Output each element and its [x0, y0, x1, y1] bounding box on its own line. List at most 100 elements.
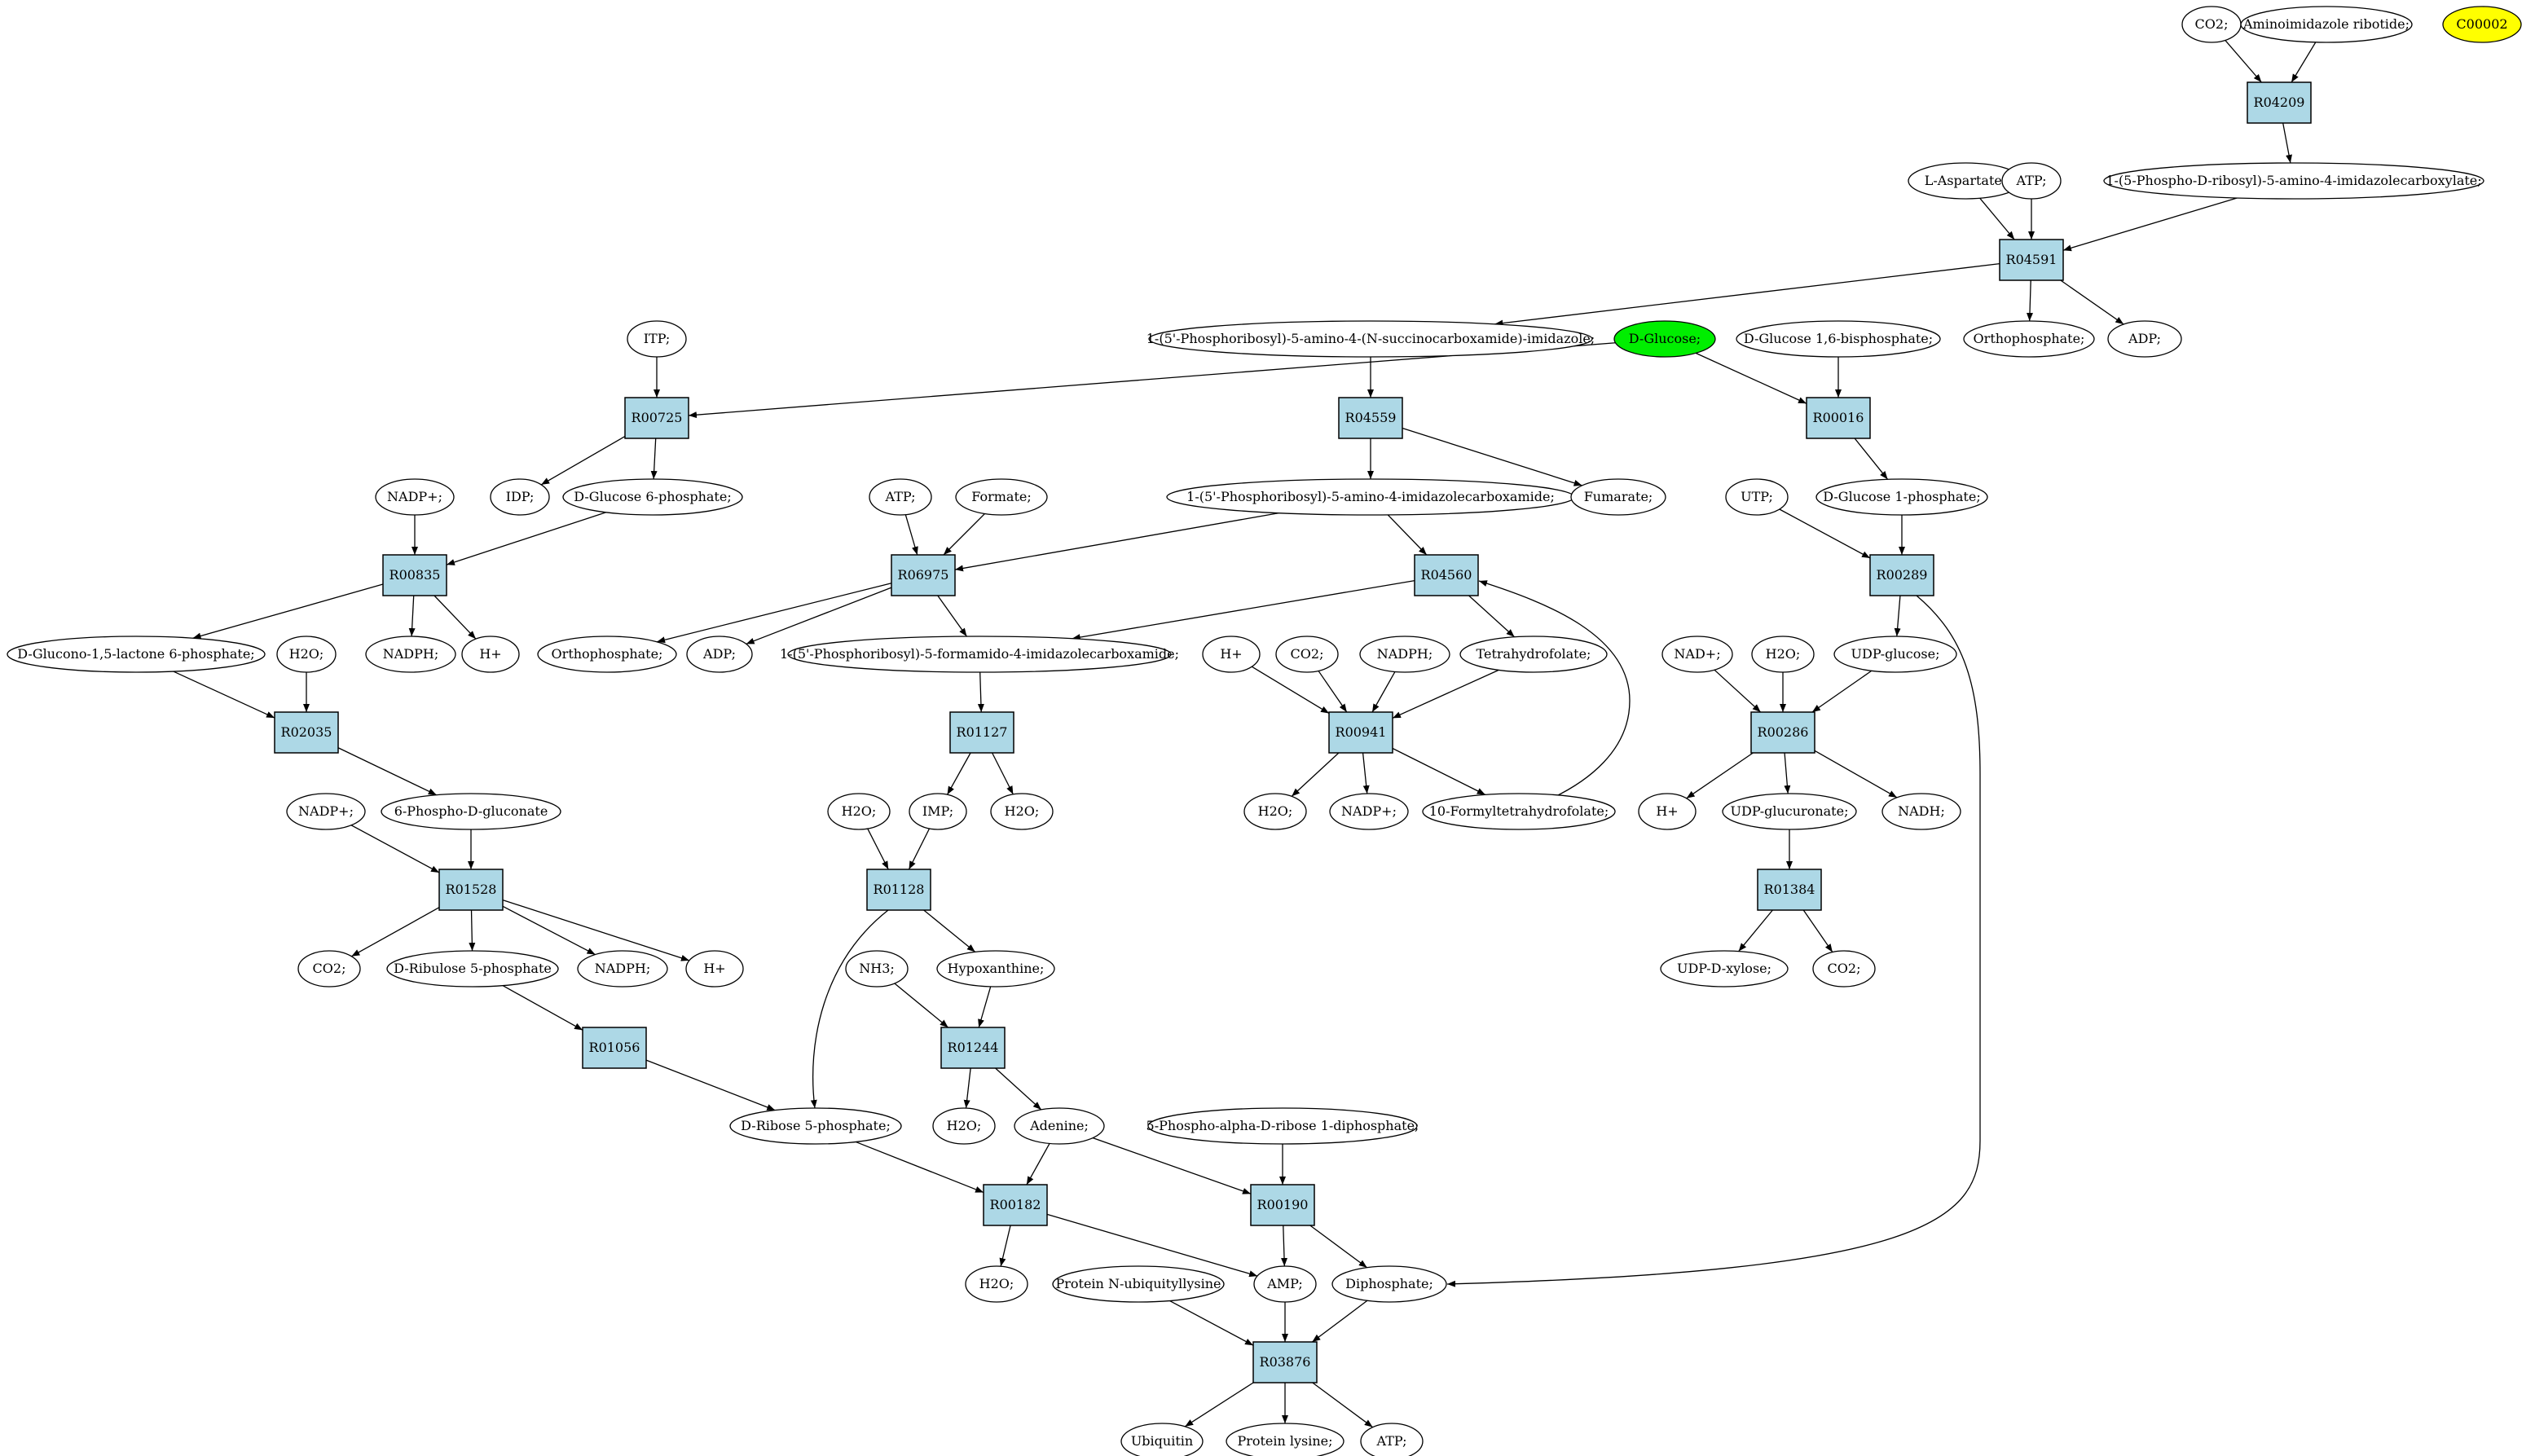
compound-node-formate[interactable]: Formate;: [955, 478, 1048, 516]
compound-node-co2-b[interactable]: CO2;: [1275, 636, 1339, 673]
reaction-node-r04209[interactable]: R04209: [2247, 81, 2312, 124]
compound-node-h2o-f[interactable]: H2O;: [932, 1107, 996, 1145]
compound-node-saicar[interactable]: 1-(5'-Phosphoribosyl)-5-amino-4-(N-succi…: [1146, 320, 1595, 358]
compound-node-aicar[interactable]: 1-(5'-Phosphoribosyl)-5-amino-4-imidazol…: [1166, 478, 1575, 516]
reaction-node-r00016[interactable]: R00016: [1806, 397, 1871, 439]
compound-node-hypoxanthine[interactable]: Hypoxanthine;: [936, 950, 1055, 988]
reaction-node-r04559[interactable]: R04559: [1338, 397, 1403, 439]
reaction-node-r06975[interactable]: R06975: [891, 554, 956, 596]
compound-node-phosphoribosyl-aminoimidazolecarboxylate[interactable]: 1-(5-Phospho-D-ribosyl)-5-amino-4-imidaz…: [2103, 162, 2484, 200]
compound-node-nadh[interactable]: NADH;: [1881, 793, 1961, 830]
compound-node-h-b[interactable]: H+: [1202, 636, 1261, 673]
compound-node-nadph-a[interactable]: NADPH;: [365, 636, 456, 673]
reaction-node-r00725[interactable]: R00725: [624, 397, 689, 439]
compound-node-udp-glucose[interactable]: UDP-glucose;: [1833, 636, 1957, 673]
compound-node-udp-glucuronate[interactable]: UDP-glucuronate;: [1722, 793, 1857, 830]
compound-node-h2o-e[interactable]: H2O;: [1243, 793, 1307, 830]
compound-node-nadph-c[interactable]: NADPH;: [577, 950, 668, 988]
reaction-node-r01127[interactable]: R01127: [949, 711, 1014, 754]
compound-node-glucono-lactone-6-phosphate[interactable]: D-Glucono-1,5-lactone 6-phosphate;: [7, 636, 266, 673]
compound-node-adenine[interactable]: Adenine;: [1014, 1107, 1105, 1145]
compound-label: 5-Phospho-alpha-D-ribose 1-diphosphate;: [1146, 1118, 1419, 1133]
compound-node-faicar[interactable]: 1-(5'-Phosphoribosyl)-5-formamido-4-imid…: [780, 636, 1179, 673]
reaction-node-r03876[interactable]: R03876: [1252, 1341, 1318, 1383]
compound-node-glucose-1-phosphate[interactable]: D-Glucose 1-phosphate;: [1815, 478, 1988, 516]
compound-node-phospho-d-gluconate[interactable]: 6-Phospho-D-gluconate: [381, 793, 561, 830]
reaction-node-r01056[interactable]: R01056: [582, 1027, 647, 1069]
compound-node-glucose-6-phosphate[interactable]: D-Glucose 6-phosphate;: [562, 478, 743, 516]
reaction-box: [1328, 711, 1393, 754]
reaction-label: R00725: [632, 410, 683, 425]
compound-node-orthophosphate-a[interactable]: Orthophosphate;: [1963, 320, 2095, 358]
compound-node-atp-c[interactable]: ATP;: [1360, 1423, 1424, 1456]
compound-node-nadp-b[interactable]: NADP+;: [286, 793, 366, 830]
compound-node-idp[interactable]: IDP;: [490, 478, 550, 516]
compound-node-atp-b[interactable]: ATP;: [869, 478, 932, 516]
compound-node-nadp-a[interactable]: NADP+;: [375, 478, 455, 516]
reaction-node-r00286[interactable]: R00286: [1750, 711, 1815, 754]
compound-node-nad[interactable]: NAD+;: [1661, 636, 1733, 673]
compound-label: UDP-glucuronate;: [1731, 803, 1849, 819]
compound-node-amp[interactable]: AMP;: [1253, 1265, 1317, 1303]
compound-node-utp[interactable]: UTP;: [1725, 478, 1789, 516]
compound-node-co2-a[interactable]: CO2;: [2181, 6, 2242, 43]
compound-node-l-aspartate[interactable]: L-Aspartate;: [1908, 162, 2023, 200]
reaction-node-r01384[interactable]: R01384: [1757, 869, 1822, 911]
compound-node-adp-a[interactable]: ADP;: [2107, 320, 2182, 358]
compound-node-h2o-g[interactable]: H2O;: [965, 1265, 1028, 1303]
compound-node-fumarate[interactable]: Fumarate;: [1570, 478, 1666, 516]
compound-node-d-ribulose-5-phosphate[interactable]: D-Ribulose 5-phosphate: [386, 950, 559, 988]
compound-node-imp[interactable]: IMP;: [909, 793, 967, 830]
compound-node-h2o-c[interactable]: H2O;: [827, 793, 891, 830]
compound-node-atp-a[interactable]: ATP;: [2001, 162, 2062, 200]
compound-node-d-glucose[interactable]: D-Glucose;: [1613, 320, 1716, 358]
compound-node-co2-c[interactable]: CO2;: [297, 950, 361, 988]
compound-node-nadp-c[interactable]: NADP+;: [1329, 793, 1409, 830]
compound-node-h-d[interactable]: H+: [685, 950, 744, 988]
compound-label: UDP-D-xylose;: [1677, 961, 1771, 976]
compound-shape: [286, 793, 366, 830]
compound-node-protein-n-ubiquityllysine[interactable]: Protein N-ubiquityllysine: [1052, 1265, 1225, 1303]
reaction-node-r01128[interactable]: R01128: [866, 869, 931, 911]
edge-co2-b-to-R00941: [1318, 671, 1348, 713]
reaction-node-r02035[interactable]: R02035: [274, 711, 339, 754]
compound-node-protein-lysine[interactable]: Protein lysine;: [1226, 1423, 1345, 1456]
reaction-node-r00941[interactable]: R00941: [1328, 711, 1393, 754]
reaction-node-r00182[interactable]: R00182: [983, 1184, 1048, 1226]
compound-node-h-c[interactable]: H+: [1638, 793, 1697, 830]
reaction-node-r04591[interactable]: R04591: [1999, 239, 2064, 281]
reaction-node-r01528[interactable]: R01528: [438, 869, 504, 911]
compound-node-aminoimidazole-ribotide[interactable]: Aminoimidazole ribotide;: [2240, 6, 2413, 43]
compound-node-nadph-b[interactable]: NADPH;: [1359, 636, 1450, 673]
compound-node-h2o-d[interactable]: H2O;: [990, 793, 1054, 830]
compound-shape: [297, 950, 361, 988]
compound-node-d-ribose-5-phosphate[interactable]: D-Ribose 5-phosphate;: [729, 1107, 902, 1145]
compound-label: 1-(5-Phospho-D-ribosyl)-5-amino-4-imidaz…: [2106, 173, 2481, 188]
reaction-node-r00190[interactable]: R00190: [1250, 1184, 1315, 1226]
reaction-node-r00289[interactable]: R00289: [1869, 554, 1934, 596]
compound-node-nh3[interactable]: NH3;: [845, 950, 909, 988]
compound-node-adp-b[interactable]: ADP;: [686, 636, 753, 673]
compound-node-prpp[interactable]: 5-Phospho-alpha-D-ribose 1-diphosphate;: [1146, 1107, 1419, 1145]
compound-node-diphosphate[interactable]: Diphosphate;: [1331, 1265, 1447, 1303]
compound-node-orthophosphate-b[interactable]: Orthophosphate;: [537, 636, 677, 673]
compound-node-h2o-a[interactable]: H2O;: [276, 636, 337, 673]
compound-node-udp-d-xylose[interactable]: UDP-D-xylose;: [1660, 950, 1789, 988]
reaction-node-r04560[interactable]: R04560: [1414, 554, 1479, 596]
compound-node-h-a[interactable]: H+: [461, 636, 520, 673]
edge-d-glucose-to-R00016: [1695, 352, 1807, 404]
compound-node-itp[interactable]: ITP;: [627, 320, 687, 358]
reaction-node-r00835[interactable]: R00835: [382, 554, 447, 596]
compound-node-ubiquitin[interactable]: Ubiquitin: [1120, 1423, 1204, 1456]
compound-node-formyltetrahydrofolate[interactable]: 10-Formyltetrahydrofolate;: [1422, 793, 1616, 830]
compound-node-tetrahydrofolate[interactable]: Tetrahydrofolate;: [1459, 636, 1608, 673]
compound-node-h2o-b[interactable]: H2O;: [1751, 636, 1815, 673]
compound-node-co2-d[interactable]: CO2;: [1812, 950, 1876, 988]
edge-utp-to-R00289: [1779, 508, 1871, 559]
compound-node-glucose-16-bisphosphate[interactable]: D-Glucose 1,6-bisphosphate;: [1736, 320, 1941, 358]
reaction-node-r01244[interactable]: R01244: [940, 1027, 1006, 1069]
edge-R00190-to-amp: [1281, 1225, 1288, 1267]
compound-node-c00002[interactable]: C00002: [2442, 6, 2522, 43]
compound-label: Orthophosphate;: [1974, 331, 2085, 346]
edge-R01127-to-imp: [946, 752, 971, 795]
